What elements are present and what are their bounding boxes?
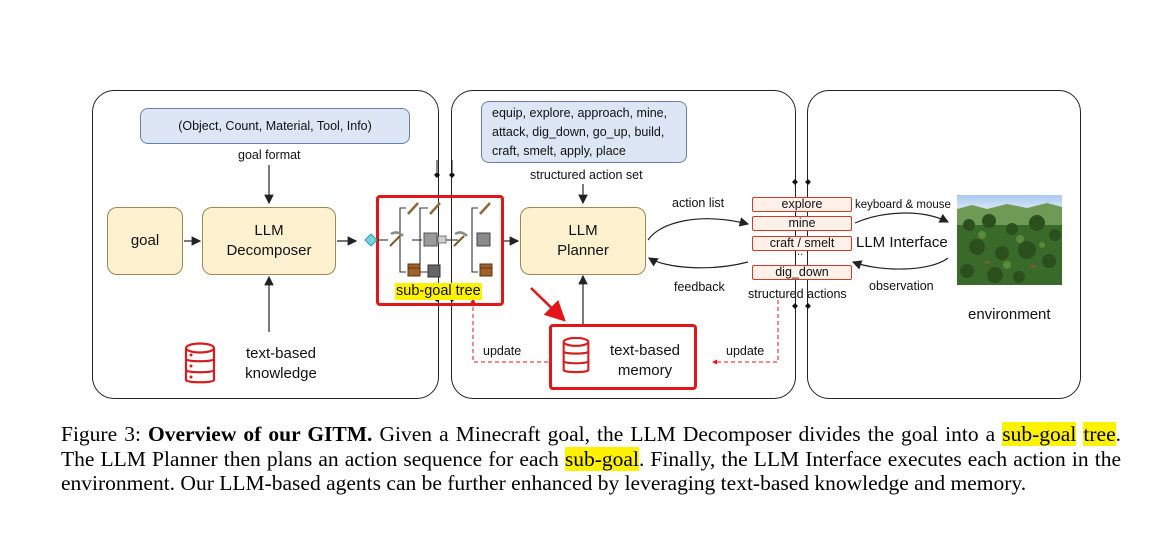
database-icon (184, 342, 216, 384)
caption-highlight-tree: tree (1083, 422, 1116, 446)
knowledge-label: text-based knowledge (236, 344, 326, 384)
llm-decomposer-box: LLM Decomposer (202, 207, 336, 275)
llm-planner-box: LLM Planner (520, 207, 646, 275)
planner-line1: LLM (568, 222, 598, 239)
planner-line2: Planner (557, 242, 609, 259)
arrow-keyboard (854, 212, 950, 224)
decomposer-line2: Decomposer (226, 242, 312, 259)
caption-highlight-subgoal: sub-goal (1002, 422, 1077, 446)
feedback-label: feedback (674, 280, 725, 294)
action-set-line1: equip, explore, approach, mine, (492, 105, 668, 120)
goal-box: goal (107, 207, 183, 275)
memory-label: text-based memory (598, 341, 692, 381)
memory-box (549, 324, 697, 390)
decomposer-panel (92, 90, 439, 399)
keyboard-mouse-label: keyboard & mouse (855, 199, 951, 211)
caption-highlight-subgoal-2: sub-goal (564, 446, 639, 471)
observation-label: observation (869, 279, 934, 293)
action-set-box: equip, explore, approach, mine, attack, … (481, 101, 687, 163)
subgoal-tree-box (376, 195, 504, 306)
connector-layer (184, 160, 950, 365)
arrow-tree-memory (530, 287, 566, 322)
action-item: explore (752, 197, 852, 212)
figure-caption: Figure 3: Overview of our GITM. Given a … (61, 422, 1121, 496)
arrow-feedback (647, 257, 749, 269)
update-line-left (470, 298, 548, 363)
structured-actions-label: structured actions (748, 287, 847, 301)
goal-format-label: goal format (238, 148, 301, 162)
subgoal-tree-text: sub-goal tree (396, 283, 481, 299)
knowledge-line1: text-based (245, 345, 317, 362)
memory-line2: memory (617, 362, 673, 379)
stone-block-icon (423, 232, 491, 278)
action-item: mine (752, 216, 852, 231)
arrow-action-list (647, 217, 750, 241)
update-right-label: update (726, 344, 765, 358)
action-ellipsis: ... (794, 246, 804, 258)
action-item: craft / smelt (752, 236, 852, 251)
arrow-observation (851, 257, 949, 270)
caption-text-1: Given a Minecraft goal, the LLM Decompos… (372, 422, 1003, 446)
environment-label: environment (968, 306, 1051, 323)
caption-text-4: . Finally, the LLM Interface executes ea… (61, 446, 1121, 496)
action-set-label: structured action set (530, 168, 643, 182)
crafting-table-icon (407, 263, 493, 277)
update-left-label: update (483, 344, 522, 358)
subgoal-tree-label: sub-goal tree (395, 283, 482, 300)
caption-text-3: . The LLM Planner then plans an action s… (61, 422, 1121, 471)
decomposer-line1: LLM (254, 222, 284, 239)
diamond-icon (364, 233, 378, 247)
action-set-line3: craft, smelt, apply, place (492, 143, 626, 158)
pickaxe-icon (389, 231, 468, 247)
knowledge-line2: knowledge (245, 365, 317, 382)
subgoal-tree-graphic (364, 202, 493, 278)
caption-prefix: Figure 3: (61, 422, 148, 446)
memory-database-icon (562, 336, 590, 374)
caption-title: Overview of our GITM. (148, 422, 373, 446)
action-set-line2: attack, dig_down, go_up, build, (492, 124, 665, 139)
goal-format-box: (Object, Count, Material, Tool, Info) (140, 108, 410, 144)
environment-image (957, 195, 1062, 285)
goal-text: goal (130, 232, 160, 249)
llm-interface-label: LLM Interface (856, 234, 948, 251)
memory-line1: text-based (609, 342, 681, 359)
action-list-label: action list (672, 196, 725, 210)
action-item: dig_down (752, 265, 852, 280)
goal-format-text: (Object, Count, Material, Tool, Info) (178, 118, 372, 133)
